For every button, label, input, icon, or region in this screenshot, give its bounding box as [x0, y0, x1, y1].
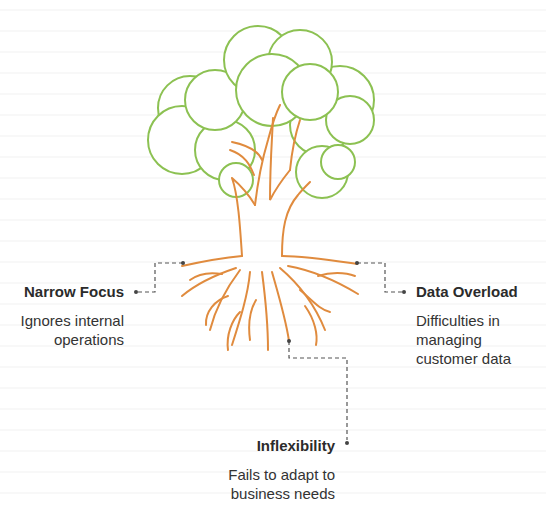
- grid-line: [0, 157, 546, 158]
- grid-line: [0, 304, 546, 305]
- callout-text: Difficulties in managing customer data: [416, 311, 528, 368]
- grid-line: [0, 388, 546, 389]
- grid-line: [0, 409, 546, 410]
- callout-heading: Inflexibility: [175, 436, 335, 455]
- callout-text: Ignores internal operations: [2, 311, 124, 349]
- grid-line: [0, 178, 546, 179]
- callout-heading: Data Overload: [416, 282, 542, 301]
- grid-line: [0, 241, 546, 242]
- grid-line: [0, 199, 546, 200]
- grid-line: [0, 10, 546, 11]
- grid-line: [0, 262, 546, 263]
- grid-line: [0, 430, 546, 431]
- grid-line: [0, 220, 546, 221]
- callout-heading: Narrow Focus: [4, 282, 124, 301]
- callout-text: Fails to adapt to business needs: [205, 465, 335, 503]
